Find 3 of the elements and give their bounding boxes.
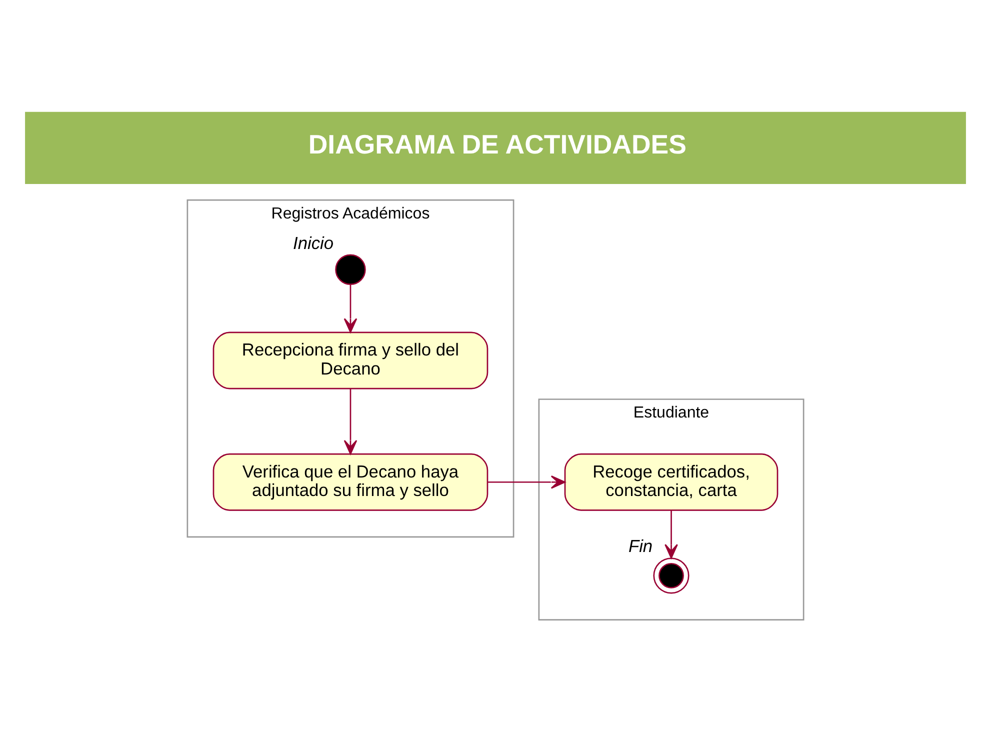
node-label: Fin xyxy=(628,536,652,556)
node-label: Inicio xyxy=(292,232,334,253)
diagram-title: DIAGRAMA DE ACTIVIDADES xyxy=(308,129,686,160)
